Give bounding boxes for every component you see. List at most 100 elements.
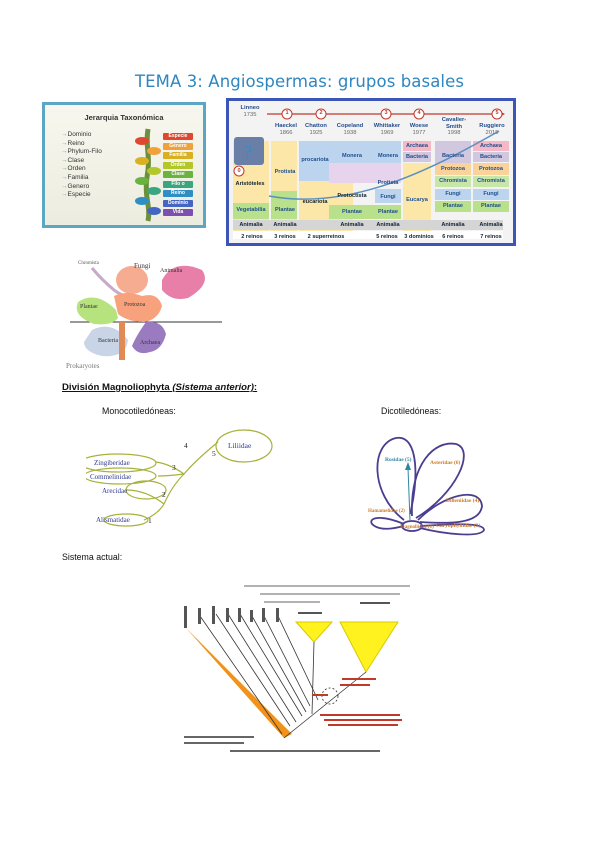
magnoliidae-label: Magnoliidae (1): [400, 525, 434, 530]
taxonomy-stack-item: Familia: [163, 152, 193, 159]
dico-label: Dicotiledóneas:: [381, 406, 442, 416]
header-year: 1998: [447, 130, 461, 136]
cell-bacteria: Bacteria: [479, 154, 503, 160]
section-heading-italic: (Sistema anterior): [172, 382, 254, 393]
bacteria-lobe: [84, 326, 128, 357]
cell-protozoa: Protozoa: [441, 166, 465, 172]
cell-protoctista: Protoctista: [337, 193, 367, 199]
section-heading: División Magnoliophyta (Sistema anterior…: [62, 382, 257, 393]
alismatidae-label: Alismatidae: [96, 516, 130, 524]
yellow-clade-large: [339, 621, 399, 673]
cell-plantae: Plantae: [342, 209, 362, 215]
header-num: 4: [417, 110, 421, 116]
header-name: Linneo: [240, 105, 260, 111]
cell-animalia: Animalia: [273, 222, 297, 228]
header-num: 1: [285, 110, 289, 116]
header-year: 1977: [412, 129, 426, 136]
cell-protista: Protista: [274, 169, 296, 175]
taxonomy-stack-item: Dominio: [163, 199, 193, 207]
header-name: Chatton: [305, 123, 327, 129]
branch-number: 2: [162, 490, 166, 499]
cell-fungi: Fungi: [380, 194, 396, 200]
commelinidae-label: Commelinidae: [90, 473, 131, 481]
taxonomy-stack-item: Especie: [163, 133, 193, 140]
aristoteles-label: Aristóteles: [235, 181, 265, 187]
taxonomy-panel: Jerarquia Taxonómica Dominio Reino Phylu…: [45, 105, 203, 225]
tree-of-life-figure: Fungi Animalia Plantae Protozoa Bacteria…: [66, 261, 222, 370]
cell-chromista: Chromista: [439, 178, 467, 184]
header-year: 1735: [243, 111, 257, 118]
kingdoms-table-graphic: ?: [233, 108, 509, 239]
orange-clade: [186, 628, 292, 738]
header-name: Whittaker: [373, 123, 401, 129]
cell-eucarya: Eucarya: [406, 197, 428, 203]
taxonomy-stack-item: Filo o División: [163, 180, 193, 194]
zero-badge: 0: [237, 168, 241, 174]
taxonomy-stack-item: Reino: [163, 190, 193, 197]
header-name: Haeckel: [275, 123, 297, 129]
protozoa-lobe: [114, 293, 162, 322]
cell-eucariota: eucariota: [302, 199, 328, 205]
section-heading-prefix: División Magnoliophyta: [62, 382, 173, 393]
branch-number: 5: [212, 449, 216, 458]
rosidae-label: Rosidae (5): [385, 456, 412, 463]
taxonomy-item: Phylum-Filo: [61, 148, 102, 157]
cell-animalia: Animalia: [479, 222, 503, 228]
header-year: 1925: [309, 129, 323, 136]
branch-number: 3: [172, 463, 176, 472]
cell-plantae: Plantae: [275, 207, 295, 213]
header-year: 1938: [343, 129, 357, 136]
header-name: Cavalier-Smith: [441, 117, 467, 130]
header-name: Ruggiero: [479, 123, 505, 129]
taxonomy-title: Jerarquia Taxonómica: [84, 113, 164, 122]
fungi-lobe: [116, 266, 148, 294]
header-num: 5: [495, 110, 499, 116]
taxonomy-item: Clase: [61, 157, 102, 166]
header-linneo: Linneo 1735: [235, 105, 265, 118]
cell-animalia: Animalia: [239, 222, 263, 228]
dilleniidae-label: Dilleniidae (4): [446, 497, 479, 504]
taxonomy-stack-item: Género: [163, 142, 193, 150]
prokaryotes-label: Prokaryotes: [66, 362, 100, 370]
footer-count: 2 reinos: [241, 234, 263, 240]
animalia-lobe: [162, 265, 205, 299]
monocot-diagram: Liliidae Zingiberidae Commelinidae Areci…: [86, 429, 273, 527]
taxonomy-stack-item: Clase: [163, 171, 193, 178]
liliidae-label: Liliidae: [228, 441, 252, 450]
cell-fungi: Fungi: [483, 191, 499, 197]
dicot-diagram: Rosidae (5) Asteridae (6) Dilleniidae (4…: [368, 437, 485, 536]
arecidae-label: Arecidae: [102, 487, 127, 495]
archaea-label: Archaea: [140, 340, 160, 346]
taxonomy-item: Familia: [61, 174, 102, 183]
chromista-label: Chromista: [78, 261, 100, 266]
footer-count: 3 dominios: [404, 234, 434, 240]
taxonomy-stack-item: Vida: [163, 209, 193, 216]
taxonomy-item: Reino: [61, 140, 102, 149]
plantae-label: Plantae: [80, 304, 98, 310]
cell-chromista: Chromista: [477, 178, 505, 184]
taxonomy-stack-item: Orden: [163, 161, 193, 169]
phylogeny-figure: [184, 585, 410, 752]
caryophyllidae-label: Caryophyllidae (3): [436, 522, 480, 529]
yellow-clade-small: [294, 621, 334, 643]
footer-count: 5 reinos: [376, 234, 398, 240]
taxonomy-item: Especie: [61, 191, 102, 200]
page-title: TEMA 3: Angiospermas: grupos basales: [134, 72, 465, 91]
cell-plantae: Plantae: [378, 209, 398, 215]
header-year: 2015: [485, 129, 499, 136]
cell-monera: Monera: [378, 153, 398, 159]
cell-protista: Protista: [377, 180, 399, 186]
footer-count: 7 reinos: [480, 234, 502, 240]
cell-protozoa: Protozoa: [479, 166, 503, 172]
plantae-lobe: [76, 297, 118, 325]
fungi-label: Fungi: [134, 262, 150, 270]
footer-count: 6 reinos: [442, 234, 464, 240]
cell-animalia: Animalia: [340, 222, 364, 228]
cell-archaea: Archaea: [405, 143, 429, 149]
cell-plantae: Plantae: [443, 203, 463, 209]
section-heading-suffix: :: [253, 382, 258, 393]
